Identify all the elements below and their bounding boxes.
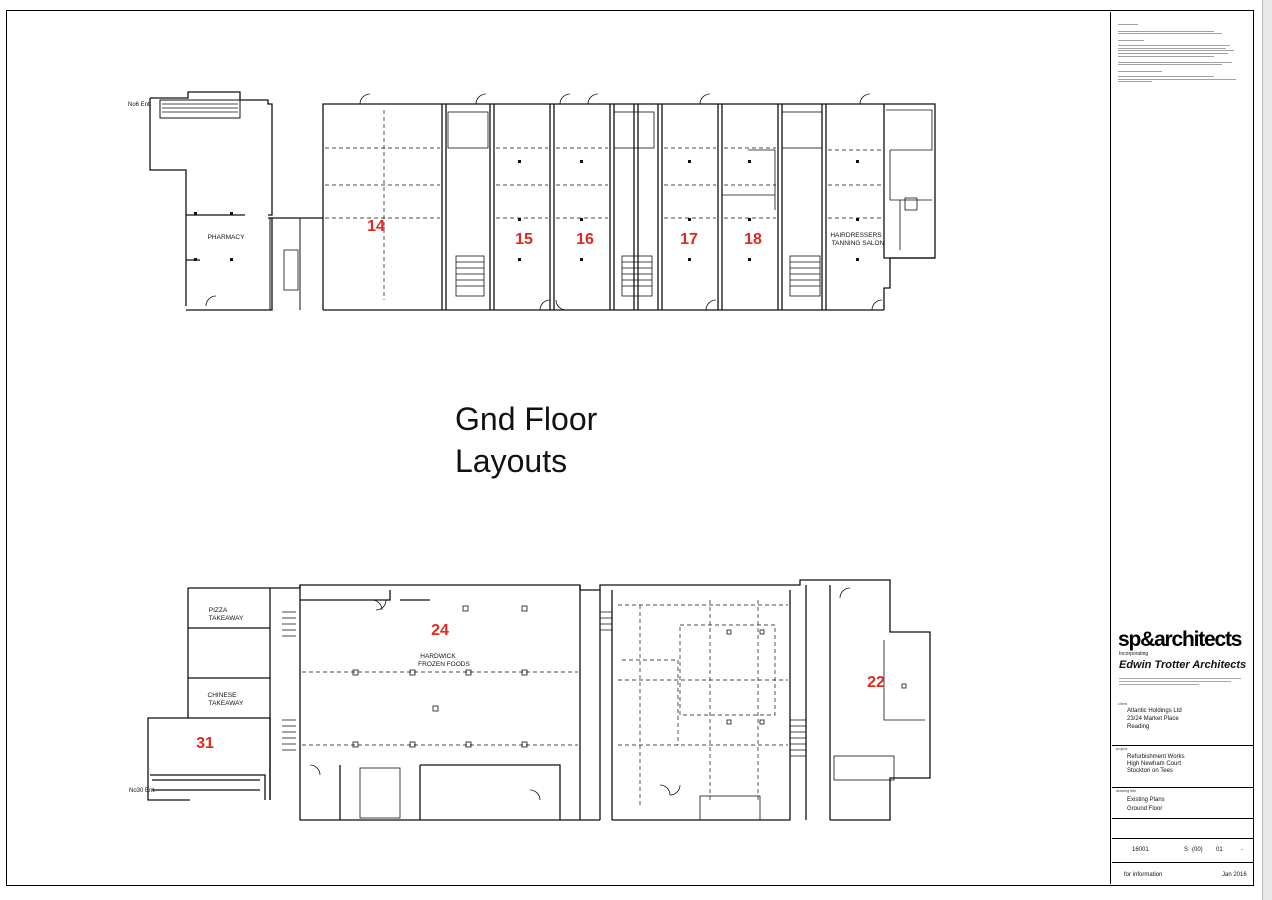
- client-line-2: 23/24 Market Place: [1127, 716, 1179, 722]
- project-line-2: High Newham Court: [1127, 761, 1182, 767]
- title-block-rule: [1112, 862, 1254, 863]
- firm-name: Edwin Trotter Architects: [1119, 659, 1247, 671]
- tanning-salon-label: TANNING SALON: [832, 240, 885, 247]
- drawing-date: Jan 2016: [1222, 872, 1247, 878]
- drawing-line-2: Ground Floor: [1127, 806, 1163, 812]
- no6-entrance-label: No6 Ent.: [128, 102, 152, 108]
- no30-entrance-label: No30 Ent.: [129, 788, 156, 794]
- drawing-type: S: [1184, 847, 1189, 853]
- unit-18-label: 18: [744, 231, 762, 248]
- architect-logo: sp&architects: [1118, 628, 1242, 651]
- title-block-rule: [1112, 745, 1254, 746]
- chinese-label: CHINESE: [208, 692, 238, 699]
- title-block-rule: [1112, 818, 1254, 819]
- project-line-3: Stockton on Tees: [1127, 768, 1173, 774]
- drawing-series: (00): [1192, 847, 1203, 853]
- incorporating-label: Incorporating: [1119, 651, 1149, 657]
- job-number: 16001: [1132, 847, 1149, 853]
- drawing-caption: drawing title: [1116, 789, 1137, 793]
- unit-31-label: 31: [196, 735, 214, 752]
- drawing-line-1: Existing Plans: [1127, 797, 1165, 803]
- unit-16-label: 16: [576, 231, 594, 248]
- sheet-number: 01: [1216, 847, 1223, 853]
- unit-22-label: 22: [867, 674, 885, 691]
- pizza-takeaway-label: TAKEAWAY: [209, 615, 244, 622]
- drawing-status: for information: [1124, 872, 1163, 878]
- project-line-1: Refurbishment Works: [1127, 754, 1185, 760]
- client-line-3: Reading: [1127, 724, 1150, 730]
- drawing-heading: Gnd Floor Layouts: [455, 398, 597, 482]
- hardwick-label: HARDWICK: [420, 653, 456, 660]
- firm-address-block: [1119, 676, 1249, 687]
- unit-15-label: 15: [515, 231, 533, 248]
- window-scrollbar-edge[interactable]: [1262, 0, 1272, 900]
- unit-17-label: 17: [680, 231, 698, 248]
- chinese-takeaway-label: TAKEAWAY: [209, 700, 244, 707]
- pizza-label: PIZZA: [209, 607, 228, 614]
- project-caption: project: [1116, 747, 1128, 751]
- drawing-sheet-border: [6, 10, 1254, 886]
- title-block-divider: [1110, 12, 1111, 884]
- revision: -: [1241, 847, 1243, 853]
- title-block-notes: [1112, 18, 1252, 884]
- pharmacy-label: PHARMACY: [208, 234, 246, 241]
- title-block-rule: [1112, 838, 1254, 839]
- client-line-1: Atlantic Holdings Ltd: [1127, 708, 1182, 714]
- drawing-heading-line-2: Layouts: [455, 443, 568, 479]
- title-block-rule: [1112, 787, 1254, 788]
- hairdressers-label: HAIRDRESSERS: [830, 232, 882, 239]
- client-caption: client: [1118, 702, 1127, 706]
- unit-14-label: 14: [367, 218, 385, 235]
- unit-24-label: 24: [431, 622, 449, 639]
- drawing-heading-line-1: Gnd Floor: [455, 401, 598, 437]
- frozen-foods-label: FROZEN FOODS: [418, 661, 470, 668]
